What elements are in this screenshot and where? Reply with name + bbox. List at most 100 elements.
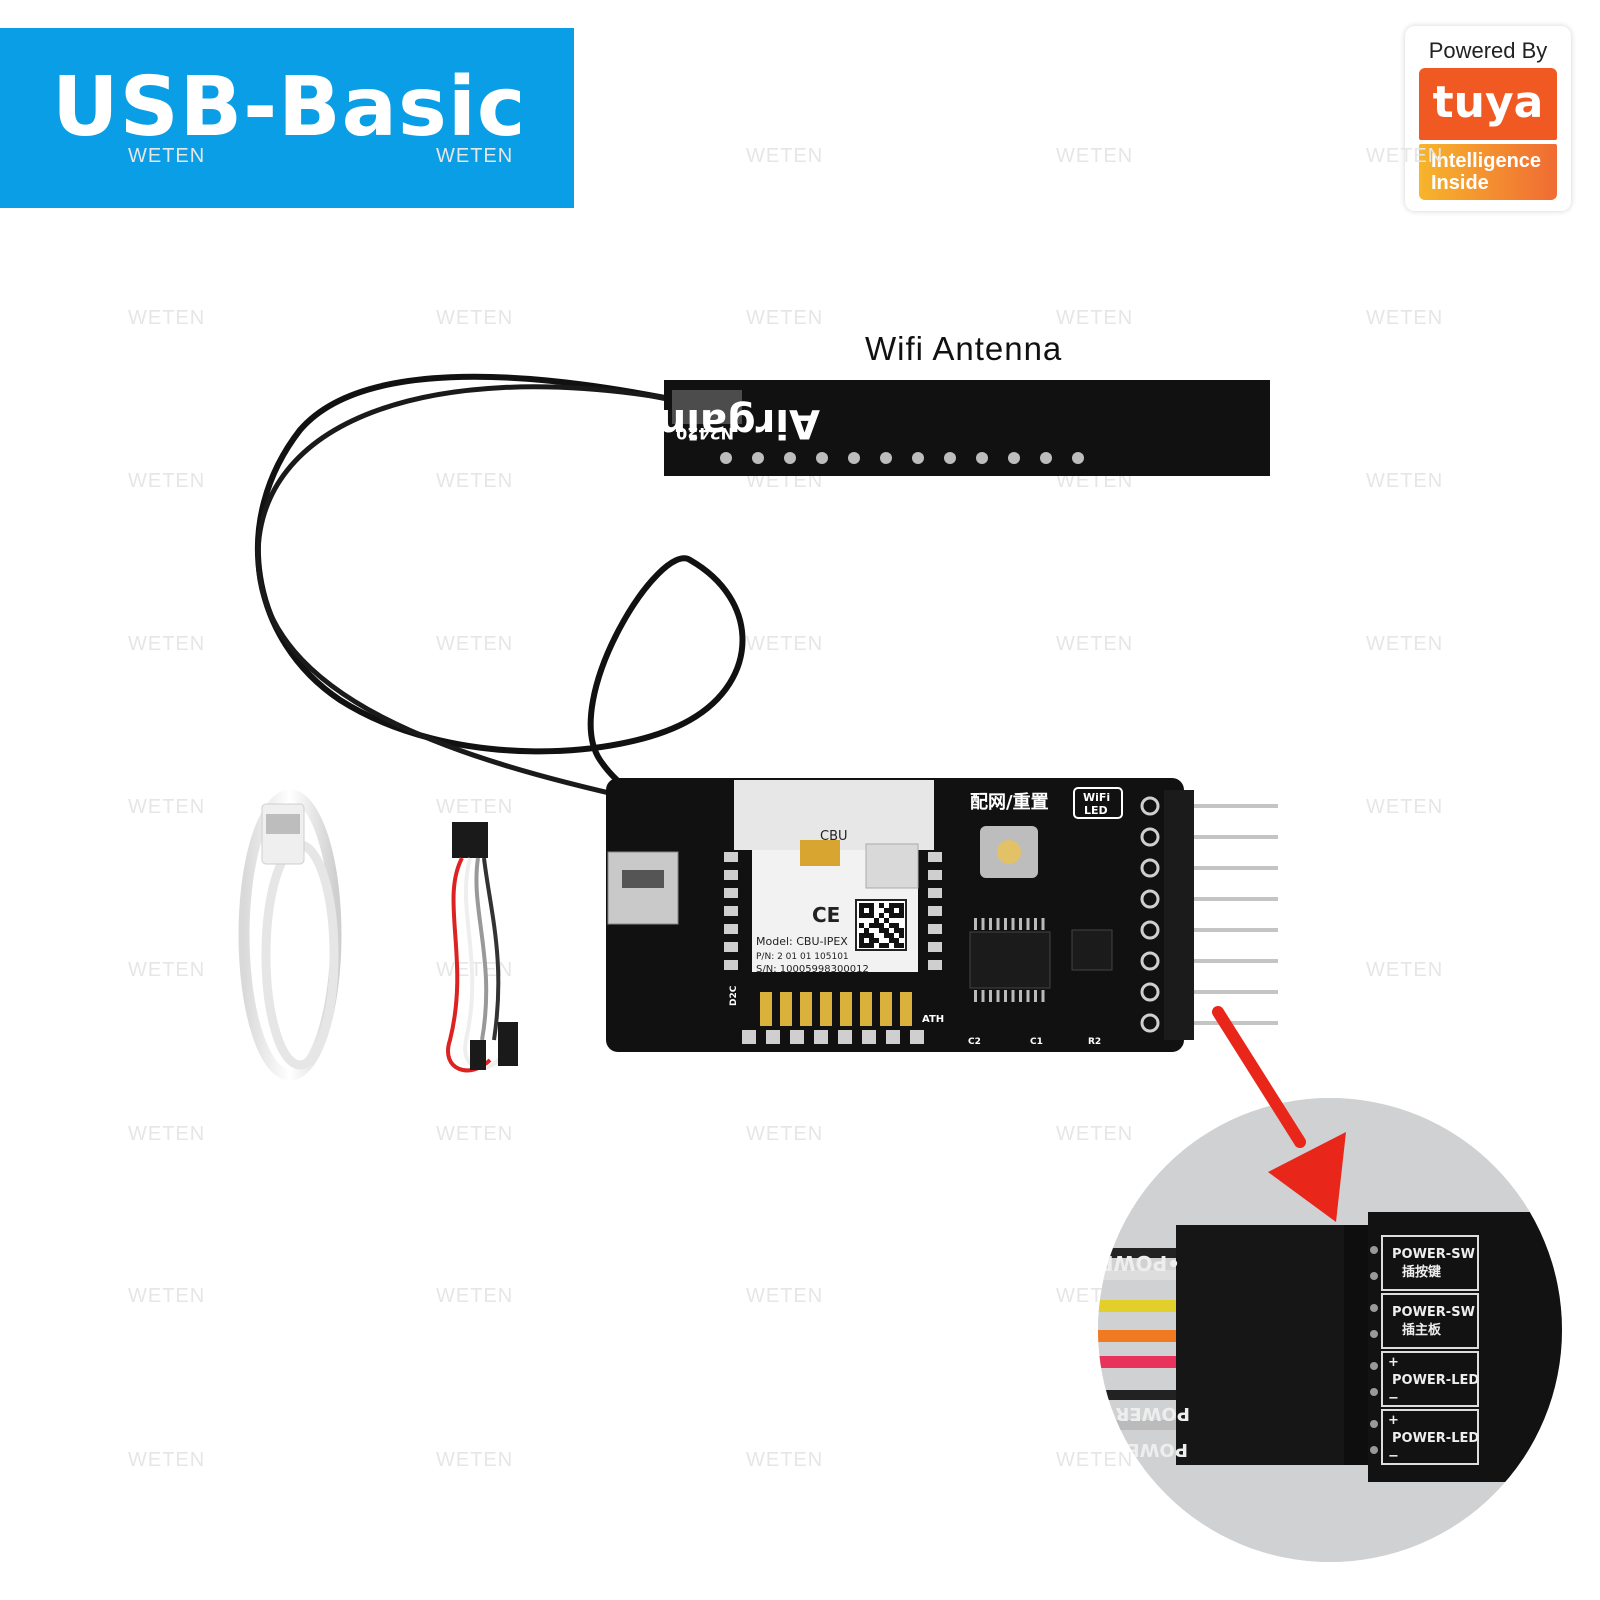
through-hole xyxy=(1140,827,1160,847)
qr-cell xyxy=(894,943,899,948)
qr-cell xyxy=(894,923,899,928)
antenna-pad xyxy=(1008,452,1020,464)
watermark-text: WETEN xyxy=(128,470,205,492)
side-pad xyxy=(928,942,942,952)
qr-cell xyxy=(869,943,874,948)
qr-cell xyxy=(889,938,894,943)
chip-pin xyxy=(974,918,977,930)
qr-cell xyxy=(869,908,874,913)
qr-cell xyxy=(889,923,894,928)
antenna-pad xyxy=(944,452,956,464)
qr-cell xyxy=(859,913,864,918)
qr-cell xyxy=(864,928,869,933)
antenna-pad xyxy=(848,452,860,464)
bottom-pad xyxy=(910,1030,924,1044)
watermark-text: WETEN xyxy=(1056,1449,1133,1471)
through-hole xyxy=(1140,796,1160,816)
qr-cell xyxy=(889,913,894,918)
pin-label-box xyxy=(1381,1351,1479,1407)
pin-header xyxy=(1164,790,1194,1040)
qr-cell xyxy=(859,938,864,943)
watermark-text: WETEN xyxy=(1366,470,1443,492)
antenna-pad xyxy=(752,452,764,464)
through-hole xyxy=(1140,858,1160,878)
module-gold-pad xyxy=(900,992,912,1026)
watermark-text: WETEN xyxy=(128,1449,205,1471)
antenna-pad xyxy=(1072,452,1084,464)
watermark-text: WETEN xyxy=(128,145,205,167)
qr-cell xyxy=(899,913,904,918)
side-pad xyxy=(724,888,738,898)
watermark-text: WETEN xyxy=(746,145,823,167)
pin-hole xyxy=(1370,1330,1378,1338)
qr-cell xyxy=(869,933,874,938)
chip-pin xyxy=(1041,918,1045,930)
side-pad xyxy=(724,870,738,880)
chip-pin xyxy=(996,990,1000,1002)
qr-cell xyxy=(899,943,904,948)
watermark-text: WETEN xyxy=(128,633,205,655)
antenna-pad xyxy=(976,452,988,464)
pin-minus: − xyxy=(1388,1449,1399,1464)
watermark-text: WETEN xyxy=(1056,633,1133,655)
side-pad xyxy=(724,924,738,934)
side-pad xyxy=(928,852,942,862)
qr-cell xyxy=(859,923,864,928)
wifi-led-label-2: LED xyxy=(1084,804,1108,817)
silk-ath: ATH xyxy=(922,1014,944,1025)
qr-cell xyxy=(884,918,889,923)
watermark-text: WETEN xyxy=(436,1285,513,1307)
watermark-text: WETEN xyxy=(436,796,513,818)
pin-hole xyxy=(1370,1446,1378,1454)
silk-c2: C2 xyxy=(968,1037,981,1047)
antenna-pad xyxy=(1040,452,1052,464)
qr-cell xyxy=(859,903,864,908)
qr-cell xyxy=(899,933,904,938)
usb-cable xyxy=(238,789,342,1081)
antenna-pad xyxy=(912,452,924,464)
watermark-text: WETEN xyxy=(436,145,513,167)
qr-cell xyxy=(894,913,899,918)
chip-pin xyxy=(996,918,1000,930)
btn-label: 配网/重置 xyxy=(970,791,1049,813)
pin-hole xyxy=(1370,1388,1378,1396)
bottom-pad xyxy=(766,1030,780,1044)
module-gold-pad xyxy=(820,992,832,1026)
qr-cell xyxy=(874,923,879,928)
module-gold-pad xyxy=(860,992,872,1026)
side-pad xyxy=(724,960,738,970)
module-name: CBU xyxy=(820,829,848,844)
tuya-powered-by: Powered By xyxy=(1428,38,1548,63)
pointer-arrow-icon xyxy=(1212,1006,1346,1222)
through-hole xyxy=(1140,951,1160,971)
qr-cell xyxy=(859,943,864,948)
qr-cell xyxy=(879,928,884,933)
watermark-text: WETEN xyxy=(128,1285,205,1307)
watermark-text: WETEN xyxy=(1056,307,1133,329)
qr-cell xyxy=(894,903,899,908)
antenna-pad xyxy=(880,452,892,464)
through-hole xyxy=(1140,920,1160,940)
dupont-plug-housing xyxy=(1176,1225,1344,1465)
chip-pin xyxy=(981,918,985,930)
qr-cell xyxy=(879,903,884,908)
wifi-led-label-1: WiFi xyxy=(1083,791,1110,804)
watermark-text: WETEN xyxy=(128,1123,205,1145)
watermark-text: WETEN xyxy=(1056,145,1133,167)
antenna-pad xyxy=(816,452,828,464)
bottom-pad xyxy=(814,1030,828,1044)
watermark-text: WETEN xyxy=(746,1123,823,1145)
module-pn: P/N: 2 01 01 105101 xyxy=(756,952,849,962)
tuya-tagline-1: Intelligence xyxy=(1431,150,1542,172)
qr-cell xyxy=(884,928,889,933)
watermark-text: WETEN xyxy=(746,1285,823,1307)
pin-plus: + xyxy=(1388,1413,1399,1428)
chip-pin xyxy=(1026,918,1030,930)
watermark-text: WETEN xyxy=(436,1449,513,1471)
antenna-strip: Airgain™ N2420 xyxy=(618,380,1270,476)
title-banner: USB-Basic xyxy=(0,28,574,208)
banner-title: USB-Basic xyxy=(52,60,527,155)
watermark-text: WETEN xyxy=(1366,796,1443,818)
watermark-text: WETEN xyxy=(746,1449,823,1471)
qr-cell xyxy=(879,943,884,948)
